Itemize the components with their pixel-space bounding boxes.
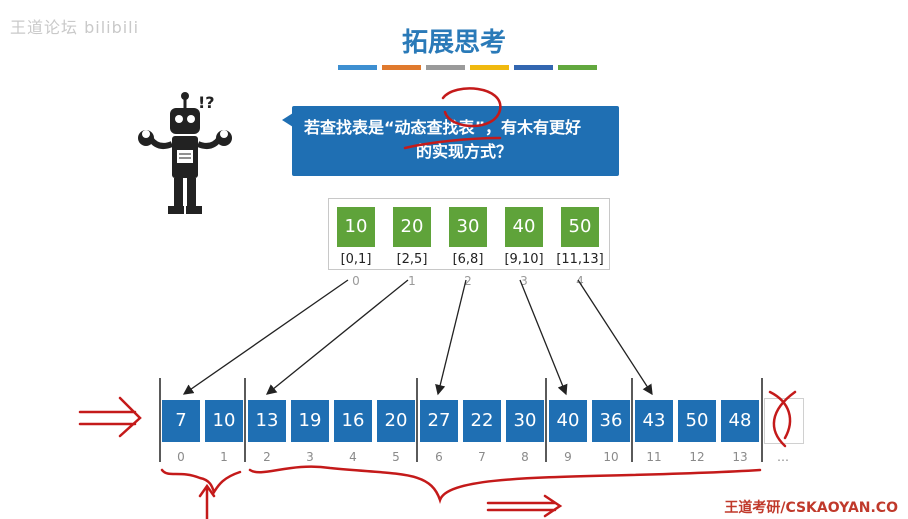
title-underline-stripes	[338, 65, 597, 70]
index-arrow	[577, 279, 653, 396]
index-position: 3	[520, 274, 528, 288]
slide-title: 拓展思考	[401, 28, 506, 58]
array-cell: 48	[721, 400, 759, 442]
index-range: [0,1]	[340, 252, 372, 267]
array-cell: 22	[463, 400, 501, 442]
array-index: 7	[478, 450, 486, 464]
robot-mark: !?	[198, 93, 215, 112]
array-cell: 40	[549, 400, 587, 442]
stripe	[558, 65, 597, 70]
index-arrow	[182, 279, 349, 395]
array-index: 11	[646, 450, 662, 464]
stripe	[426, 65, 465, 70]
index-range: [9,10]	[504, 252, 544, 267]
array-index: 8	[521, 450, 529, 464]
index-arrow	[519, 279, 568, 396]
stripe	[382, 65, 421, 70]
index-value-cell: 20	[393, 207, 431, 247]
array-cell: 36	[592, 400, 630, 442]
stripe	[338, 65, 377, 70]
array-cell: 19	[291, 400, 329, 442]
brand-footer: 王道考研/CSKAOYAN.CO	[724, 500, 898, 516]
index-range: [6,8]	[452, 252, 484, 267]
handwritten-annotations	[78, 87, 797, 519]
index-value-cell: 30	[449, 207, 487, 247]
array-index: 4	[349, 450, 357, 464]
array-index: 0	[177, 450, 185, 464]
array-cell: 16	[334, 400, 372, 442]
robot-icon: !?	[138, 92, 232, 214]
index-arrow	[265, 279, 409, 395]
array-cell: 7	[162, 400, 200, 442]
bubble-tip	[282, 113, 293, 127]
array-index: 3	[306, 450, 314, 464]
array-index: 13	[732, 450, 748, 464]
index-position: 4	[576, 274, 584, 288]
array-cell: 30	[506, 400, 544, 442]
stripe	[470, 65, 509, 70]
index-arrow	[435, 279, 467, 396]
question-line-1: 若查找表是“动态查找表”，有木有更好	[304, 118, 582, 137]
array-cell: 43	[635, 400, 673, 442]
array-cell: 13	[248, 400, 286, 442]
array-index: 9	[564, 450, 572, 464]
array-index: 1	[220, 450, 228, 464]
index-range: [2,5]	[396, 252, 428, 267]
array-index: 12	[689, 450, 705, 464]
index-position: 0	[352, 274, 360, 288]
array-index: 6	[435, 450, 443, 464]
array-cell: 50	[678, 400, 716, 442]
index-position: 1	[408, 274, 416, 288]
array-cell: 10	[205, 400, 243, 442]
index-value-cell: 40	[505, 207, 543, 247]
index-range: [11,13]	[556, 252, 604, 267]
watermark: 王道论坛 bilibili	[10, 18, 140, 37]
array-index: 2	[263, 450, 271, 464]
index-value-cell: 50	[561, 207, 599, 247]
array-ellipsis: …	[777, 450, 789, 464]
index-position: 2	[464, 274, 472, 288]
array-cell: 20	[377, 400, 415, 442]
array-index: 10	[603, 450, 619, 464]
array-cell: 27	[420, 400, 458, 442]
index-value-cell: 10	[337, 207, 375, 247]
question-line-2: 的实现方式？	[416, 142, 513, 161]
stripe	[514, 65, 553, 70]
array-index: 5	[392, 450, 400, 464]
index-table-frame	[328, 198, 610, 270]
